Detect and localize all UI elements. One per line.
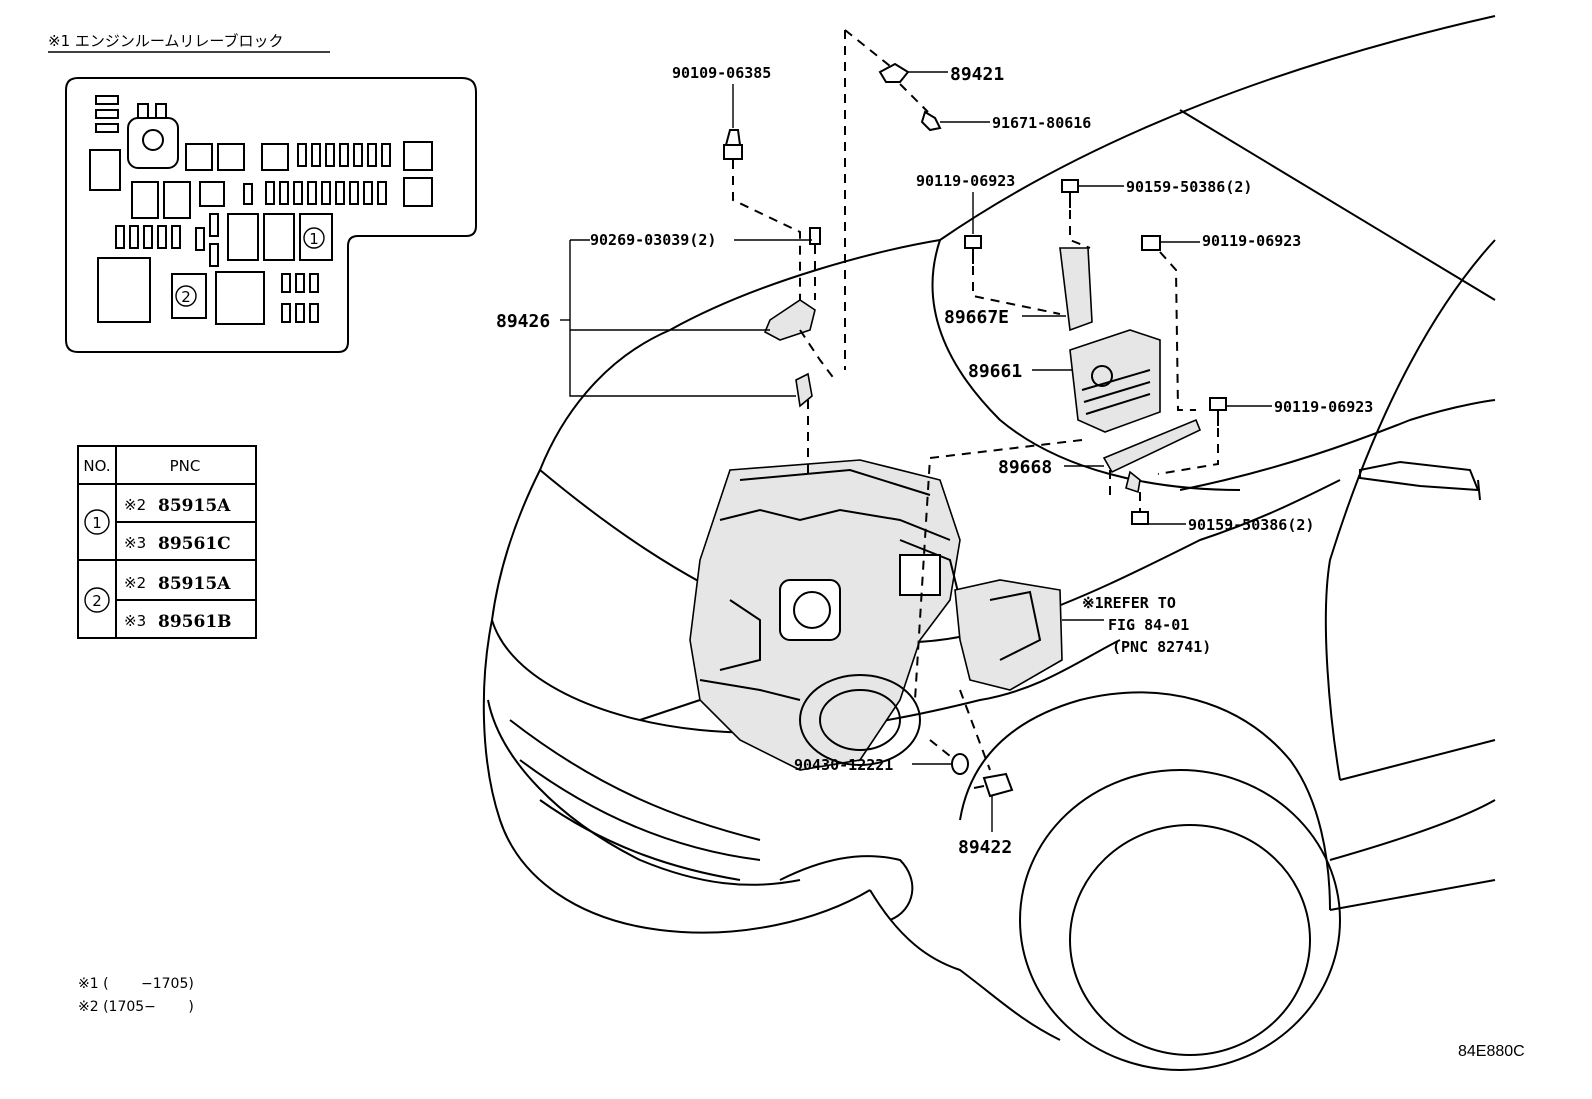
label-90430-12221: 90430-12221 bbox=[794, 756, 893, 774]
relay-block-title: ※1 エンジンルームリレーブロック bbox=[48, 32, 284, 50]
part-89421 bbox=[878, 62, 910, 83]
label-89422: 89422 bbox=[958, 837, 1012, 858]
part-89426-bracket bbox=[763, 299, 816, 408]
figure-code: 84E880C bbox=[1458, 1043, 1525, 1060]
label-90159-50386-a: 90159-50386(2) bbox=[1126, 178, 1252, 196]
table-note: ※2 bbox=[124, 574, 146, 592]
label-refer-line-1: ※1REFER TO bbox=[1082, 594, 1176, 612]
table-note: ※3 bbox=[124, 612, 146, 630]
label-89421: 89421 bbox=[950, 64, 1004, 85]
part-90269-03039 bbox=[809, 227, 821, 245]
table-note: ※2 bbox=[124, 496, 146, 514]
table-border bbox=[77, 445, 257, 639]
part-90119-06923-a bbox=[964, 235, 982, 264]
label-refer-line-3: (PNC 82741) bbox=[1112, 638, 1211, 656]
relay-block-outline bbox=[65, 77, 477, 353]
label-89668: 89668 bbox=[998, 457, 1052, 478]
marker-1-label: 1 bbox=[309, 230, 319, 248]
relay-block-inset: ※1 エンジンルームリレーブロック 1 2 bbox=[48, 32, 477, 353]
table-header-pnc: PNC bbox=[170, 457, 201, 475]
part-89661-ecu bbox=[1069, 329, 1161, 433]
part-90109-06385 bbox=[723, 129, 743, 160]
label-91671-80616: 91671-80616 bbox=[992, 114, 1091, 132]
leader-lines bbox=[560, 71, 1272, 832]
table-pnc: 85915A bbox=[158, 574, 231, 594]
marker-circle-2 bbox=[175, 285, 197, 307]
engine-assembly bbox=[639, 459, 1063, 771]
part-89668-bracket bbox=[1102, 418, 1202, 494]
note-line-1: ※1 ( −1705) bbox=[78, 976, 194, 992]
pnc-table: NO. PNC 1 ※2 85915A ※3 89561C 2 ※2 85915… bbox=[77, 445, 257, 639]
label-90119-06923-b: 90119-06923 bbox=[1202, 232, 1301, 250]
table-pnc: 85915A bbox=[158, 496, 231, 516]
part-90430-12221 bbox=[951, 753, 969, 775]
note-line-2: ※2 (1705− ) bbox=[78, 999, 194, 1015]
table-pnc: 89561C bbox=[158, 534, 231, 554]
label-89667E: 89667E bbox=[944, 307, 1009, 328]
part-90119-06923-c bbox=[1209, 397, 1227, 426]
part-89422 bbox=[973, 772, 1014, 798]
part-91671-80616 bbox=[920, 110, 942, 132]
label-refer-line-2: FIG 84-01 bbox=[1108, 616, 1189, 634]
label-90119-06923-c: 90119-06923 bbox=[1274, 398, 1373, 416]
part-90159-50386-a bbox=[1061, 179, 1079, 208]
label-89426: 89426 bbox=[496, 311, 550, 332]
label-90269-03039: 90269-03039(2) bbox=[590, 231, 716, 249]
label-90109-06385: 90109-06385 bbox=[672, 64, 771, 82]
part-90159-50386-b bbox=[1131, 508, 1149, 525]
table-header-no: NO. bbox=[83, 457, 110, 475]
part-90119-06923-b bbox=[1141, 235, 1161, 251]
marker-circle-1 bbox=[303, 227, 325, 249]
table-pnc: 89561B bbox=[158, 612, 232, 632]
dashed-guides bbox=[732, 29, 1219, 771]
label-90119-06923-a: 90119-06923 bbox=[916, 172, 1015, 190]
relay-block-components bbox=[89, 95, 433, 325]
label-89661: 89661 bbox=[968, 361, 1022, 382]
table-row-no: 2 bbox=[92, 592, 102, 610]
car-outline bbox=[482, 15, 1496, 1071]
table-row-no: 1 bbox=[92, 514, 102, 532]
part-labels: 90109-06385 89421 91671-80616 90119-0692… bbox=[496, 64, 1373, 858]
marker-2-label: 2 bbox=[181, 288, 191, 306]
label-90159-50386-b: 90159-50386(2) bbox=[1188, 516, 1314, 534]
table-note: ※3 bbox=[124, 534, 146, 552]
part-89667E-bracket bbox=[1059, 247, 1093, 332]
